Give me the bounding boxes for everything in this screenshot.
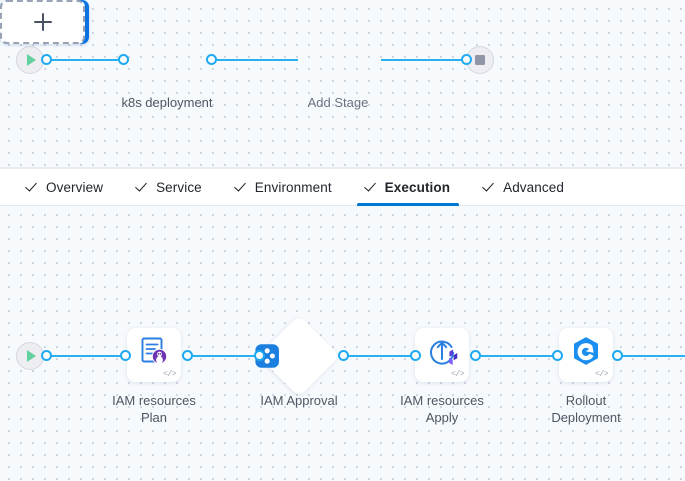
tab-service[interactable]: Service — [120, 169, 219, 205]
stage-k8s-out-port[interactable] — [206, 54, 217, 65]
stage-canvas[interactable]: </> k8s deployment Add Stage — [0, 0, 685, 168]
plan-out-port[interactable] — [182, 350, 193, 361]
execution-link-plan-to-approval — [188, 355, 260, 357]
add-stage-body[interactable] — [0, 0, 85, 44]
stage-config-tabs: Overview Service Environment Execution A… — [0, 168, 685, 206]
approval-step-label: IAM Approval — [260, 393, 338, 408]
active-tab-underline — [356, 203, 460, 206]
check-icon — [484, 181, 496, 193]
code-badge-icon: </> — [163, 370, 176, 379]
stage-link-add-to-end — [381, 59, 467, 61]
execution-link-start-to-plan — [47, 355, 131, 357]
stage-k8s-in-port[interactable] — [118, 54, 129, 65]
check-icon — [236, 181, 248, 193]
execution-link-apply-to-rollout — [476, 355, 558, 357]
check-icon — [366, 181, 378, 193]
tab-label: Execution — [384, 179, 451, 195]
plan-in-port[interactable] — [120, 350, 131, 361]
apply-out-port[interactable] — [470, 350, 481, 361]
play-icon — [27, 54, 36, 66]
add-stage-node[interactable]: Add Stage — [0, 0, 368, 110]
stop-icon — [475, 55, 485, 65]
terraform-apply-icon — [424, 334, 460, 375]
rollout-out-port[interactable] — [612, 350, 623, 361]
rollout-step-card[interactable]: </> — [559, 328, 613, 382]
apply-in-port[interactable] — [410, 350, 421, 361]
approval-in-port[interactable] — [254, 350, 265, 361]
apply-step-label: IAM resources Apply — [400, 393, 484, 425]
execution-start-node[interactable] — [16, 342, 44, 370]
tab-label: Overview — [46, 179, 104, 195]
code-badge-icon: </> — [595, 370, 608, 379]
code-badge-icon: </> — [451, 370, 464, 379]
rollout-step-label: Rollout Deployment — [551, 393, 621, 425]
stage-link-start-to-k8s — [47, 59, 129, 61]
execution-link-approval-to-apply — [344, 355, 416, 357]
plus-icon — [33, 12, 53, 32]
terraform-plan-icon — [137, 335, 171, 374]
check-icon — [27, 181, 39, 193]
tab-overview[interactable]: Overview — [10, 169, 120, 205]
stage-end-port[interactable] — [461, 54, 472, 65]
play-icon — [27, 350, 36, 362]
tab-environment[interactable]: Environment — [219, 169, 349, 205]
stage-label-k8s-deployment: k8s deployment — [121, 95, 213, 110]
tab-label: Environment — [254, 179, 332, 195]
plan-step-label: IAM resources Plan — [112, 393, 196, 425]
check-icon — [137, 181, 149, 193]
rollout-in-port[interactable] — [552, 350, 563, 361]
stage-start-node[interactable] — [16, 46, 44, 74]
tab-advanced[interactable]: Advanced — [467, 169, 581, 205]
stage-start-port[interactable] — [41, 54, 52, 65]
execution-link-rollout-to-next — [618, 355, 685, 357]
add-stage-label: Add Stage — [307, 95, 369, 110]
tab-execution[interactable]: Execution — [349, 169, 467, 206]
plan-step-card[interactable]: </> — [127, 328, 181, 382]
tab-label: Service — [156, 179, 202, 195]
execution-canvas[interactable]: </> IAM resources Plan IAM Approval — [0, 206, 685, 481]
execution-start-port[interactable] — [41, 350, 52, 361]
apply-step-card[interactable]: </> — [415, 328, 469, 382]
kubernetes-rollout-icon — [569, 335, 603, 374]
tab-label: Advanced — [503, 179, 564, 195]
approval-out-port[interactable] — [338, 350, 349, 361]
stage-link-k8s-to-add — [212, 59, 298, 61]
